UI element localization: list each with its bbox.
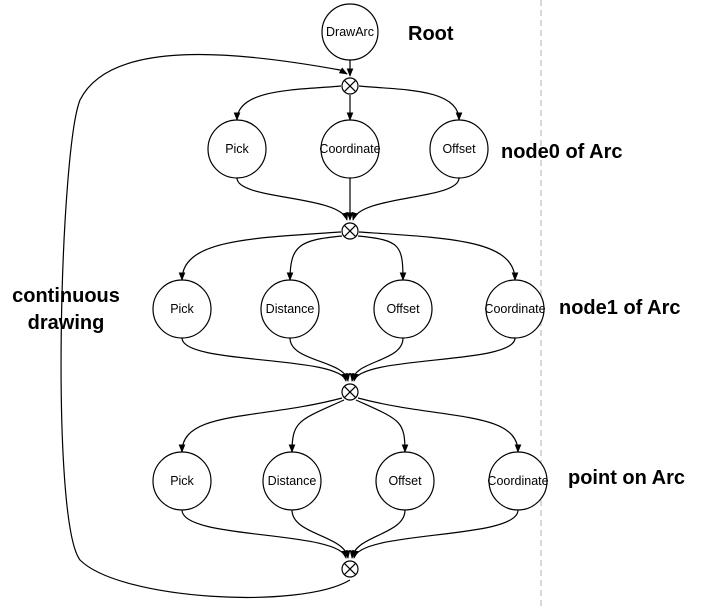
- point-distance: Distance: [262, 451, 322, 511]
- loop-label-line2: drawing: [28, 312, 105, 334]
- edge-xor1-distance: [286, 235, 343, 281]
- node1-level-label: node1 of Arc: [559, 297, 681, 319]
- point-offset-label: Offset: [388, 474, 422, 488]
- edge-xor1-coordinate: [358, 231, 519, 281]
- edge-n1pick-xor2: [181, 337, 348, 382]
- edge-xor2-offset: [355, 399, 409, 453]
- node1-pick: Pick: [152, 279, 212, 339]
- edge-n1coordinate-xor2: [352, 337, 516, 382]
- root-node: DrawArc: [321, 3, 379, 61]
- node1-coordinate-label: Coordinate: [484, 302, 545, 316]
- edge-xor0-offset: [358, 85, 463, 121]
- xor-junction: [341, 222, 359, 240]
- edge-xor2-distance: [288, 399, 345, 453]
- node1-pick-label: Pick: [170, 302, 194, 316]
- edge-pdistance-xor3: [291, 509, 351, 559]
- point-level-label: point on Arc: [568, 467, 685, 489]
- node0-pick: Pick: [207, 119, 267, 179]
- point-pick-label: Pick: [170, 474, 194, 488]
- node0-pick-label: Pick: [225, 142, 249, 156]
- edge-xor2-pick: [178, 397, 343, 453]
- point-offset: Offset: [375, 451, 435, 511]
- node0-offset: Offset: [429, 119, 489, 179]
- node0-coordinate: Coordinate: [319, 119, 381, 179]
- node1-distance-label: Distance: [266, 302, 315, 316]
- point-coordinate: Coordinate: [487, 451, 549, 511]
- edge-ppick-xor3: [181, 509, 348, 559]
- edge-pcoordinate-xor3: [352, 509, 519, 559]
- loop-edge: [60, 53, 351, 599]
- xor-junction: [341, 560, 359, 578]
- point-distance-label: Distance: [268, 474, 317, 488]
- node0-level-label: node0 of Arc: [501, 141, 623, 163]
- edge-pick-xor1: [236, 177, 349, 221]
- root-node-label: DrawArc: [326, 25, 374, 39]
- edge-xor1-offset: [357, 235, 407, 281]
- point-coordinate-label: Coordinate: [487, 474, 548, 488]
- edge-offset-xor1: [351, 177, 460, 221]
- xor-junction: [341, 383, 359, 401]
- edge-xor0-pick: [233, 85, 342, 121]
- node0-offset-label: Offset: [442, 142, 476, 156]
- point-pick: Pick: [152, 451, 212, 511]
- node1-coordinate: Coordinate: [484, 279, 546, 339]
- edge-xor1-pick: [178, 231, 342, 281]
- node1-offset-label: Offset: [386, 302, 420, 316]
- node1-distance: Distance: [260, 279, 320, 339]
- xor-junction: [341, 77, 359, 95]
- node0-coordinate-label: Coordinate: [319, 142, 380, 156]
- loop-label-line1: continuous: [12, 285, 120, 307]
- node1-offset: Offset: [373, 279, 433, 339]
- root-level-label: Root: [408, 23, 454, 45]
- edge-n1distance-xor2: [289, 337, 351, 382]
- edge-xor2-coordinate: [357, 397, 522, 453]
